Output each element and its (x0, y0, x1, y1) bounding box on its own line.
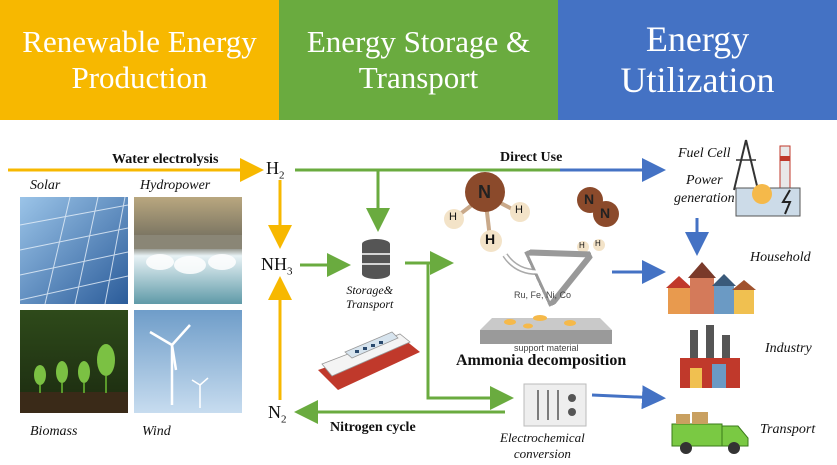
nitrogen-cycle-label: Nitrogen cycle (330, 420, 416, 435)
catalyst-support-icon (480, 315, 612, 344)
nh3-label: NH3 (261, 254, 293, 278)
electrochemical-cell-icon (523, 383, 587, 427)
storage-tank-icon (362, 239, 390, 279)
reaction-arrow (502, 255, 575, 272)
catalyst-metals-label: Ru, Fe, Ni, Co (514, 290, 572, 300)
h2-sub: 2 (279, 169, 285, 182)
header-storage-transport: Energy Storage & Transport (279, 0, 558, 120)
houses-icon (666, 262, 756, 314)
atom-h-label-3: H (485, 231, 496, 247)
solar-label: Solar (30, 178, 61, 193)
hydropower-label: Hydropower (140, 178, 211, 193)
power-line-2: generation (674, 190, 735, 206)
support-material-label: support material (514, 343, 579, 353)
n2-label: N2 (268, 402, 287, 426)
nitrogen-molecule-icon (577, 187, 619, 227)
atom-h-label-4: H (579, 241, 585, 250)
electrochem-line-2: conversion (513, 445, 571, 461)
ammonia-molecule-icon (444, 172, 530, 252)
electrochem-line-1: Electrochemical (500, 430, 585, 445)
hydropower-image (134, 197, 242, 304)
header-line-2: Production (71, 60, 208, 95)
electrochemical-label: Electrochemical conversion (500, 430, 585, 461)
header-energy-utilization: Energy Utilization (558, 0, 837, 120)
fuel-cell-label: Fuel Cell (678, 146, 731, 161)
n2-base: N (268, 402, 281, 422)
storage-transport-label: Storage& Transport (346, 283, 393, 312)
h2-label: H2 (266, 158, 285, 182)
solar-image (19, 196, 129, 305)
header-line-1: Energy Storage & (306, 24, 531, 60)
transport-label: Transport (760, 422, 816, 437)
power-generation-label: Power generation (674, 172, 735, 207)
header-line-2: Utilization (620, 60, 775, 100)
h2-base: H (266, 158, 279, 178)
biomass-label: Biomass (30, 424, 78, 439)
atom-n-label-3: N (600, 205, 611, 221)
storage-line-1: Storage& (346, 283, 394, 297)
storage-to-electrochem-arrow (426, 263, 514, 410)
header-renewable-production: Renewable Energy Production (0, 0, 279, 120)
industry-label: Industry (765, 341, 812, 356)
truck-icon (671, 412, 749, 454)
atom-h-label-5: H (595, 239, 601, 248)
header-line-2: Transport (358, 60, 479, 95)
power-plant-icon (733, 139, 801, 217)
ammonia-decomposition-label: Ammonia decomposition (456, 352, 627, 369)
water-electrolysis-label: Water electrolysis (112, 152, 219, 167)
nh3-sub: 3 (287, 265, 293, 278)
ship-icon (318, 331, 420, 390)
atom-h-label-1: H (449, 211, 457, 223)
electrochem-to-transport-arrow (591, 385, 666, 410)
storage-line-2: Transport (346, 297, 394, 312)
direct-use-label: Direct Use (500, 150, 563, 165)
household-label: Household (750, 250, 811, 265)
atom-n-label: N (478, 182, 491, 202)
wind-label: Wind (142, 424, 171, 439)
nh3-base: NH (261, 254, 287, 274)
header-line-1: Renewable Energy (22, 24, 257, 60)
n2-sub: 2 (281, 413, 287, 426)
atom-h-label-2: H (515, 204, 523, 216)
biomass-image (20, 310, 128, 413)
factory-icon (680, 325, 740, 388)
wind-image (134, 310, 242, 413)
atom-n-label-2: N (584, 191, 595, 207)
header-line-1: Energy (645, 18, 750, 59)
power-line-1: Power (686, 173, 723, 188)
